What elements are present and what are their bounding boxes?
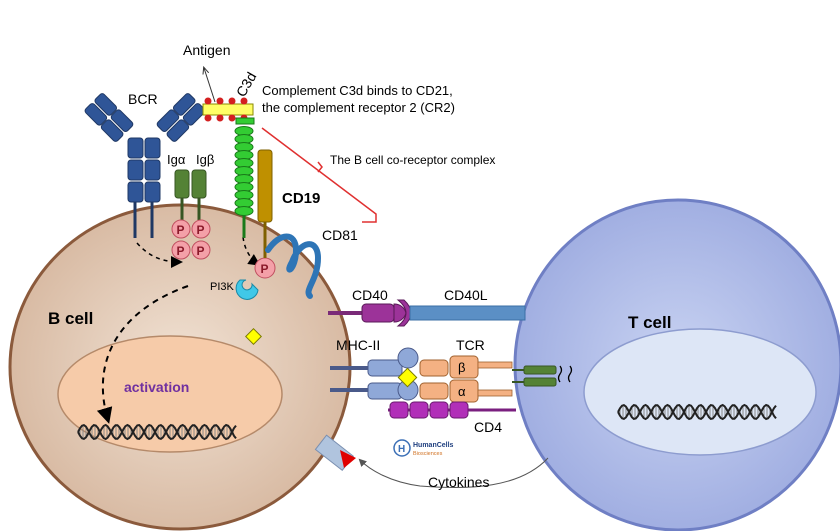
activation-label: activation bbox=[124, 379, 189, 395]
phospho-label: P bbox=[197, 223, 205, 237]
tcr-label: TCR bbox=[456, 337, 485, 353]
logo-icon bbox=[393, 439, 411, 457]
phospho-icon bbox=[191, 219, 211, 239]
bcr-right-arm bbox=[156, 93, 206, 142]
bcr-receptor: BCR bbox=[84, 91, 206, 238]
cytokine-release: Cytokines bbox=[314, 434, 549, 490]
t-cell-dna bbox=[617, 403, 777, 421]
mhc-tcr-complex: MHC-II β α TCR CD4 bbox=[330, 337, 573, 435]
phospho-icon bbox=[171, 219, 191, 239]
pi3k: PI3K bbox=[210, 279, 259, 300]
coreceptor-label: The B cell co-receptor complex bbox=[330, 153, 495, 167]
ig-beta-label: Igβ bbox=[196, 152, 214, 167]
b-cell: B cell activation bbox=[8, 203, 352, 531]
cd40-cd40l: CD40 CD40L bbox=[328, 287, 526, 327]
mhc2-label: MHC-II bbox=[336, 337, 380, 353]
logo-letter: H bbox=[398, 444, 405, 455]
cd40-label: CD40 bbox=[352, 287, 388, 303]
cytokines-label: Cytokines bbox=[428, 474, 489, 490]
ig-alpha-label: Igα bbox=[167, 152, 186, 167]
bcr-to-pi3k-arrow bbox=[136, 242, 183, 268]
humancells-logo: H HumanCells Biosciences bbox=[393, 439, 454, 457]
coreceptor-bracket: The B cell co-receptor complex bbox=[261, 127, 495, 223]
cytokine-triangle-icon bbox=[340, 450, 356, 468]
antigen-pointer bbox=[204, 68, 216, 103]
phospho-label: P bbox=[261, 262, 269, 276]
cd19-label: CD19 bbox=[282, 190, 320, 207]
cytokine-arrow bbox=[358, 457, 549, 489]
b-cell-label: B cell bbox=[48, 309, 93, 328]
pi3k-label: PI3K bbox=[210, 281, 235, 293]
cd81-label: CD81 bbox=[322, 227, 358, 243]
b-cell-nucleus bbox=[57, 335, 283, 453]
t-cell-label: T cell bbox=[628, 313, 671, 332]
t-cell: T cell bbox=[513, 198, 840, 531]
cd4-label: CD4 bbox=[474, 419, 502, 435]
logo-line1: HumanCells bbox=[413, 442, 454, 449]
activation-signal-arrow bbox=[96, 285, 189, 424]
cd21-receptor bbox=[234, 117, 255, 238]
bcr-left-arm bbox=[84, 93, 134, 142]
cd40l-label: CD40L bbox=[444, 287, 488, 303]
antigen-label: Antigen bbox=[183, 42, 230, 58]
phospho-label: P bbox=[197, 244, 205, 258]
phospho-icon bbox=[191, 240, 211, 260]
phospho-label: P bbox=[177, 244, 185, 258]
cd21-to-cd19-arrow bbox=[242, 236, 261, 266]
b-cell-dna bbox=[77, 423, 237, 441]
t-cell-nucleus bbox=[583, 328, 817, 456]
cd19-receptor: CD19 bbox=[257, 149, 320, 258]
tcr-beta-label: β bbox=[458, 360, 465, 375]
ig-alpha-beta: Igα Igβ bbox=[167, 152, 214, 220]
phospho-label: P bbox=[177, 223, 185, 237]
cd81-receptor: CD81 bbox=[265, 227, 358, 299]
complement-text-line2: the complement receptor 2 (CR2) bbox=[262, 100, 455, 115]
peptide-icon bbox=[397, 367, 418, 388]
phosphorylation-sites: P P P P P bbox=[171, 219, 276, 279]
phospho-icon bbox=[171, 240, 191, 260]
c3d-label: C3d bbox=[233, 69, 260, 99]
c3d-fragment bbox=[202, 103, 254, 116]
internalized-antigen-icon bbox=[245, 328, 262, 345]
complement-text-line1: Complement C3d binds to CD21, bbox=[262, 83, 453, 98]
logo-line2: Biosciences bbox=[413, 451, 443, 457]
tcr-alpha-label: α bbox=[458, 384, 466, 399]
bcr-label: BCR bbox=[128, 91, 158, 107]
pi3k-icon bbox=[235, 279, 259, 300]
